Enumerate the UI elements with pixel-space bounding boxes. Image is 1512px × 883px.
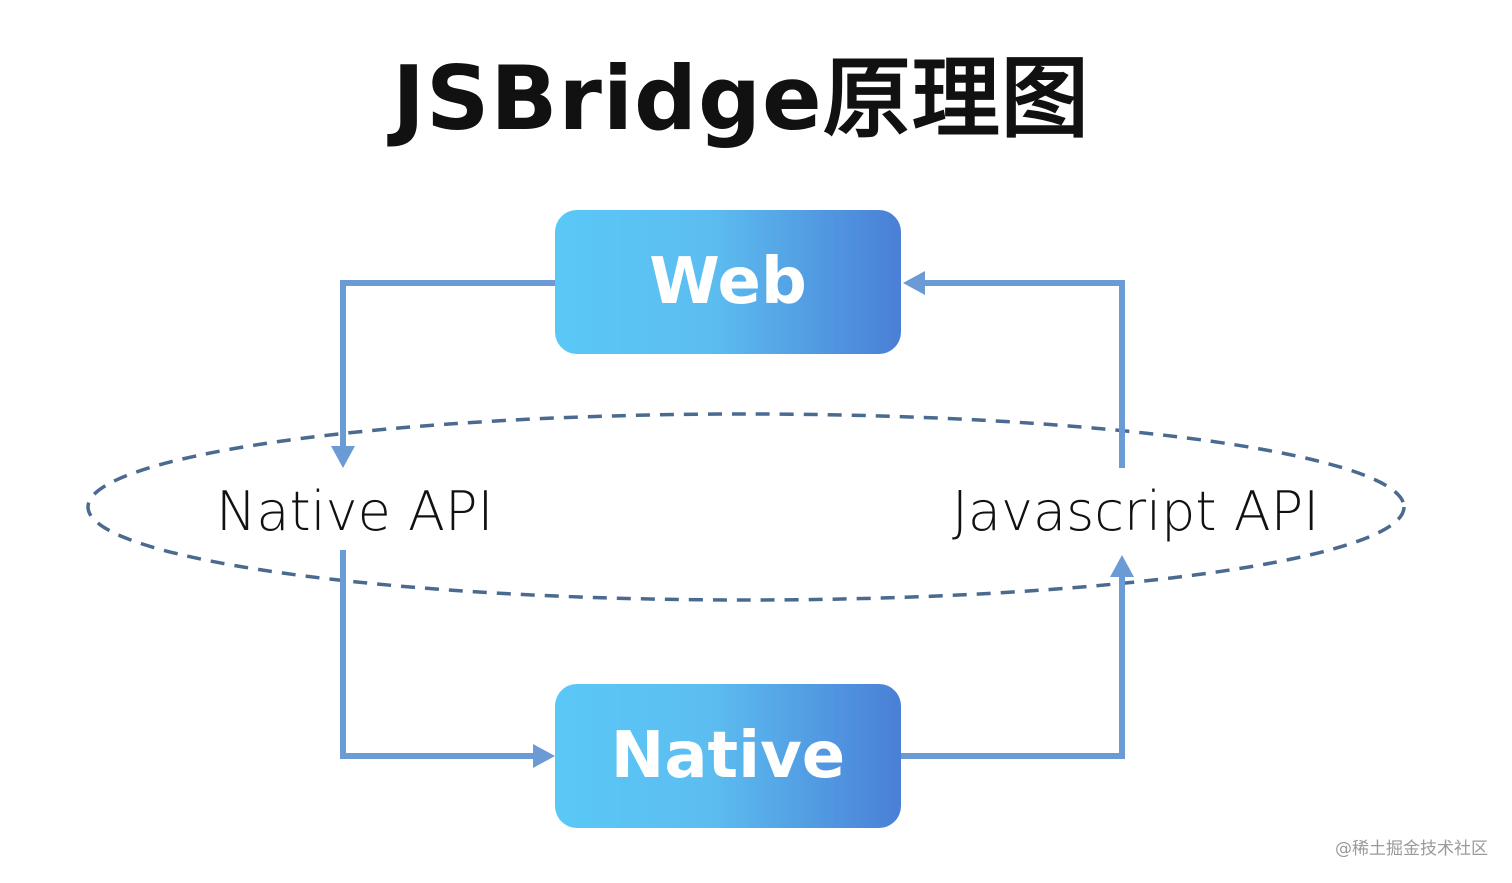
arrowhead-right-icon	[533, 744, 555, 768]
edge-native-to-js-api	[901, 575, 1125, 759]
web-node: Web	[555, 210, 901, 354]
arrowhead-left-icon	[903, 271, 925, 295]
diagram-title: JSBridge原理图	[392, 47, 1090, 150]
web-node-label: Web	[649, 245, 807, 319]
javascript-api-label: Javascript API	[952, 480, 1320, 543]
edge-js-api-to-web	[923, 280, 1125, 468]
bridge-ellipse	[86, 412, 1406, 602]
arrowhead-up-icon	[1110, 555, 1134, 577]
native-api-label: Native API	[216, 480, 494, 543]
native-node-label: Native	[610, 719, 846, 793]
edge-native-api-to-native	[340, 550, 535, 759]
arrowhead-down-icon	[331, 446, 355, 468]
watermark: @稀土掘金技术社区	[1335, 839, 1488, 859]
native-node: Native	[555, 684, 901, 828]
edge-web-to-native-api	[340, 280, 555, 448]
